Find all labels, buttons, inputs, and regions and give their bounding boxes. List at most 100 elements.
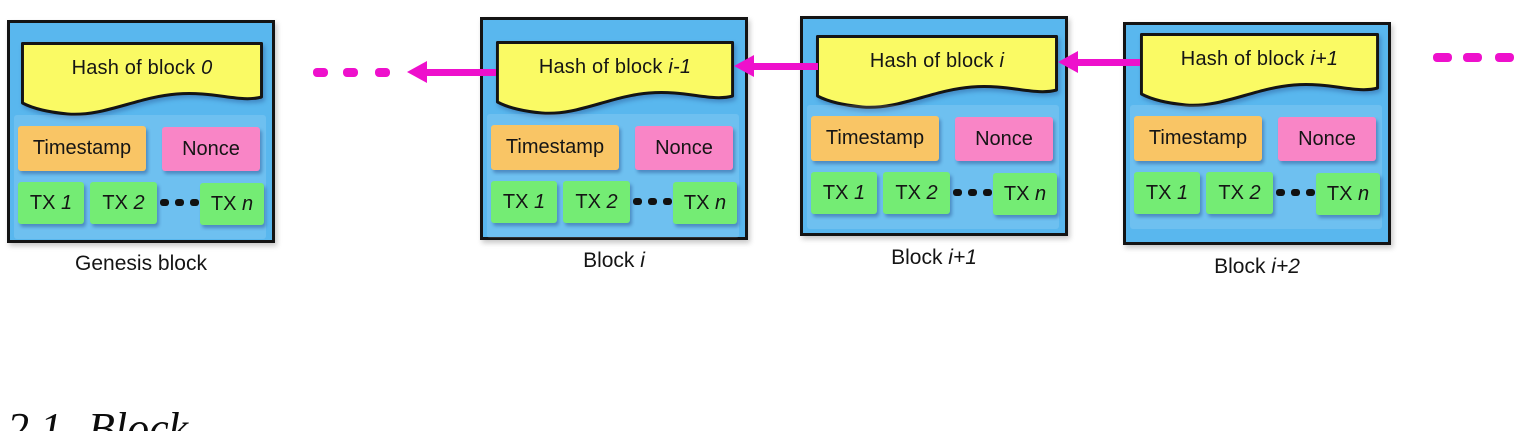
hash-label-var: 0 bbox=[201, 57, 213, 79]
ellipsis-dot bbox=[160, 199, 169, 206]
tx1-chip: TX 1 bbox=[811, 172, 877, 214]
txn-chip: TX n bbox=[673, 182, 737, 224]
ellipsis-dot bbox=[953, 189, 962, 196]
hash-pointer-shape: Hash of block i-1 bbox=[495, 40, 735, 124]
ellipsis-dot bbox=[648, 198, 657, 205]
block-body-panel: Timestamp Nonce TX 1 TX 2 TX n bbox=[487, 114, 739, 238]
ellipsis-dot bbox=[1306, 189, 1315, 196]
tx2-chip: TX 2 bbox=[563, 181, 630, 223]
chain-dash-right bbox=[1433, 53, 1452, 62]
hash-wave-path bbox=[20, 42, 264, 116]
tx-prefix: TX bbox=[895, 181, 921, 204]
hash-wave-path bbox=[815, 35, 1059, 109]
block-genesis: Hash of block 0 Timestamp Nonce TX 1 TX … bbox=[7, 20, 275, 243]
nonce-chip: Nonce bbox=[1278, 117, 1376, 161]
ellipsis-dot bbox=[175, 199, 184, 206]
hash-pointer-shape: Hash of block 0 bbox=[20, 41, 264, 125]
hash-label: Hash of block i bbox=[815, 50, 1059, 73]
arrowhead-left-icon bbox=[407, 61, 427, 83]
hash-link-arrow-i-plus-1 bbox=[1058, 50, 1140, 74]
tx-var: 1 bbox=[534, 190, 546, 213]
tx-prefix: TX bbox=[683, 191, 710, 214]
block-body-panel: Timestamp Nonce TX 1 TX 2 TX n bbox=[14, 115, 266, 239]
ellipsis-dot bbox=[983, 189, 992, 196]
timestamp-chip: Timestamp bbox=[1134, 116, 1262, 161]
hash-label-prefix: Hash of block bbox=[71, 57, 196, 79]
nonce-chip: Nonce bbox=[162, 127, 260, 171]
hash-wave-shape bbox=[815, 35, 1059, 109]
hash-label-var: i bbox=[999, 50, 1005, 72]
hash-wave-path bbox=[1139, 33, 1380, 107]
timestamp-chip: Timestamp bbox=[811, 116, 939, 161]
tx2-chip: TX 2 bbox=[883, 172, 950, 214]
block-caption: Block i bbox=[583, 249, 645, 273]
hash-pointer-shape: Hash of block i bbox=[815, 34, 1059, 118]
tx-var: n bbox=[1035, 182, 1047, 205]
caption-prefix: Genesis block bbox=[75, 252, 207, 275]
tx-var: 2 bbox=[133, 191, 145, 214]
tx1-chip: TX 1 bbox=[18, 182, 84, 224]
tx-prefix: TX bbox=[1218, 181, 1244, 204]
tx1-chip: TX 1 bbox=[491, 181, 557, 223]
hash-label-var: i-1 bbox=[668, 56, 692, 78]
tx-ellipsis bbox=[160, 199, 199, 206]
nonce-chip: Nonce bbox=[635, 126, 733, 170]
tx-ellipsis bbox=[1276, 189, 1315, 196]
tx-prefix: TX bbox=[1003, 182, 1030, 205]
block-i-plus-2: Hash of block i+1 Timestamp Nonce TX 1 T… bbox=[1123, 22, 1391, 245]
arrow-line bbox=[423, 69, 496, 76]
section-heading: 2.1 Block bbox=[7, 403, 188, 431]
tx-prefix: TX bbox=[102, 191, 128, 214]
tx-var: 1 bbox=[854, 181, 866, 204]
caption-var: i bbox=[640, 249, 645, 272]
tx-var: 2 bbox=[926, 181, 938, 204]
tx1-chip: TX 1 bbox=[1134, 172, 1200, 214]
hash-pointer-shape: Hash of block i+1 bbox=[1139, 32, 1380, 116]
hash-label: Hash of block 0 bbox=[20, 57, 264, 80]
tx-var: 1 bbox=[1177, 181, 1189, 204]
hash-label-prefix: Hash of block bbox=[538, 56, 663, 78]
hash-link-arrow-i bbox=[734, 54, 818, 78]
hash-link-arrow-genesis bbox=[407, 60, 496, 84]
arrowhead-left-icon bbox=[1058, 51, 1078, 73]
caption-prefix: Block bbox=[891, 246, 943, 269]
tx-prefix: TX bbox=[502, 190, 529, 213]
chain-dash-left bbox=[375, 68, 390, 77]
txn-chip: TX n bbox=[1316, 173, 1380, 215]
chain-dash-left bbox=[313, 68, 328, 77]
section-title: Block bbox=[88, 404, 189, 431]
tx-prefix: TX bbox=[29, 191, 56, 214]
ellipsis-dot bbox=[1276, 189, 1285, 196]
block-i-plus-1: Hash of block i Timestamp Nonce TX 1 TX … bbox=[800, 16, 1068, 236]
block-i: Hash of block i-1 Timestamp Nonce TX 1 T… bbox=[480, 17, 748, 240]
nonce-chip: Nonce bbox=[955, 117, 1053, 161]
caption-var: i+2 bbox=[1271, 255, 1300, 278]
hash-label-prefix: Hash of block bbox=[1180, 48, 1305, 70]
tx-var: n bbox=[715, 191, 727, 214]
hash-label-prefix: Hash of block bbox=[869, 50, 994, 72]
tx-prefix: TX bbox=[1326, 182, 1353, 205]
tx-var: 2 bbox=[606, 190, 618, 213]
section-number: 2.1 bbox=[7, 404, 62, 431]
chain-dash-left bbox=[343, 68, 358, 77]
tx-prefix: TX bbox=[1145, 181, 1172, 204]
arrowhead-left-icon bbox=[734, 55, 754, 77]
hash-wave-shape bbox=[20, 42, 264, 116]
hash-wave-path bbox=[495, 41, 735, 115]
tx-var: 2 bbox=[1249, 181, 1261, 204]
block-caption: Block i+1 bbox=[891, 246, 977, 270]
timestamp-chip: Timestamp bbox=[18, 126, 146, 171]
chain-dash-right bbox=[1463, 53, 1482, 62]
block-caption: Genesis block bbox=[75, 252, 207, 276]
tx2-chip: TX 2 bbox=[90, 182, 157, 224]
hash-label: Hash of block i-1 bbox=[495, 56, 735, 79]
block-caption: Block i+2 bbox=[1214, 255, 1300, 279]
tx-ellipsis bbox=[953, 189, 992, 196]
tx-prefix: TX bbox=[575, 190, 601, 213]
block-body-panel: Timestamp Nonce TX 1 TX 2 TX n bbox=[1130, 105, 1382, 229]
arrow-line bbox=[1074, 59, 1140, 66]
ellipsis-dot bbox=[1291, 189, 1300, 196]
tx-var: n bbox=[1358, 182, 1370, 205]
ellipsis-dot bbox=[968, 189, 977, 196]
